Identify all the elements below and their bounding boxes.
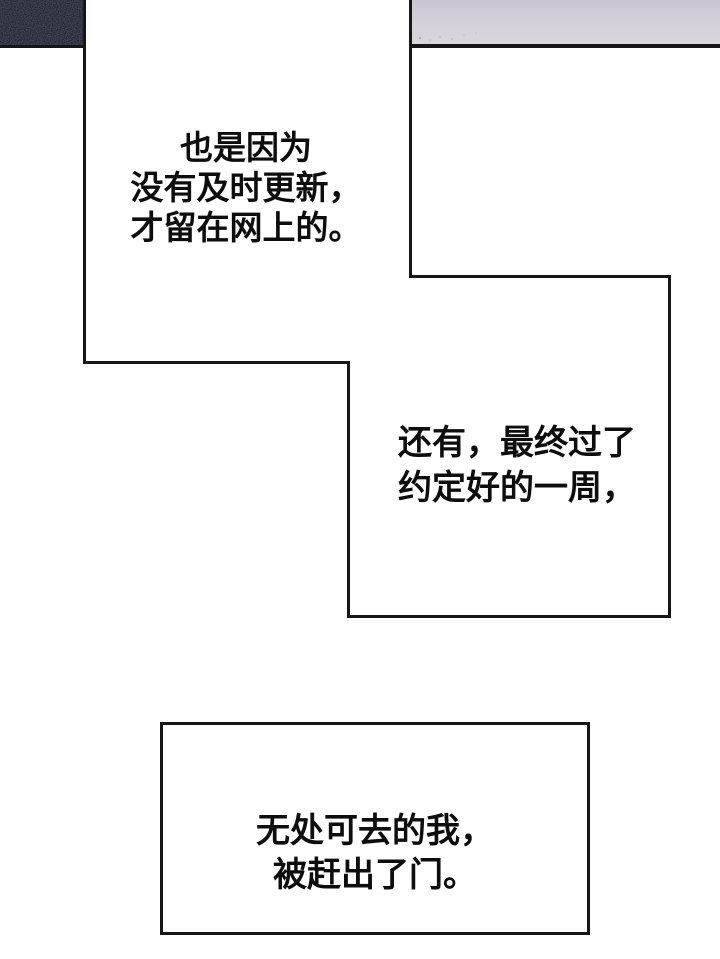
narration-3-line-1: 无处可去的我， xyxy=(256,811,494,851)
panel-border-horizontal-bottom xyxy=(347,615,671,618)
narration-text-3: 无处可去的我， 被赶出了门。 xyxy=(163,809,587,897)
scene-strip-panel xyxy=(412,0,720,48)
narration-text-1: 也是因为 没有及时更新， 才留在网上的。 xyxy=(85,128,407,248)
narration-1-line-2: 没有及时更新， xyxy=(130,168,362,207)
panel-border-vertical-left xyxy=(83,0,86,364)
panel-border-vertical-right xyxy=(668,275,671,618)
narration-box: 无处可去的我， 被赶出了门。 xyxy=(160,722,590,935)
narration-text-2: 还有，最终过了 约定好的一周， xyxy=(398,421,668,511)
panel-border-vertical-top xyxy=(409,0,412,278)
speckle-texture xyxy=(414,29,514,43)
narration-2-line-2: 约定好的一周， xyxy=(398,468,636,508)
narration-3-line-2: 被赶出了门。 xyxy=(273,855,477,895)
narration-1-line-3: 才留在网上的。 xyxy=(130,208,362,247)
narration-2-line-1: 还有，最终过了 xyxy=(398,423,636,463)
night-sky-texture-panel xyxy=(0,0,83,48)
narration-1-line-1: 也是因为 xyxy=(180,128,312,167)
panel-border-vertical-middle xyxy=(347,361,350,618)
panel-border-horizontal-middle xyxy=(409,275,671,278)
panel-border-horizontal-left xyxy=(83,361,350,364)
night-sky-noise-texture xyxy=(0,0,83,45)
